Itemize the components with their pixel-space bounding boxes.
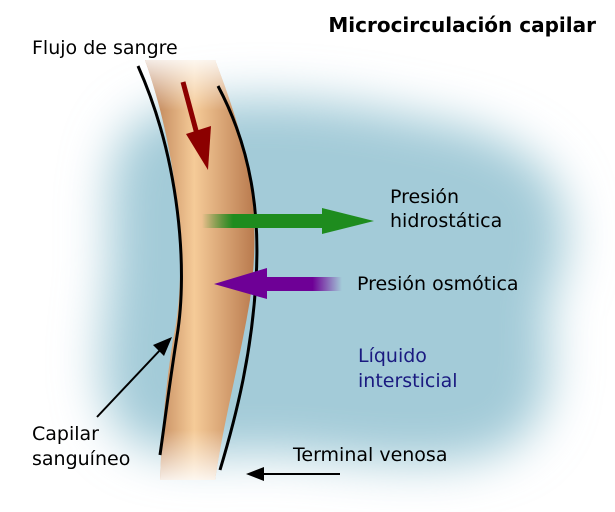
capillary-label-line2: sanguíneo: [32, 448, 130, 470]
capillary-vessel: [136, 60, 259, 480]
venous-arrow-icon: [246, 467, 340, 481]
venous-end-label: Terminal venosa: [292, 444, 447, 466]
pointer-arrow-icon: [96, 337, 172, 418]
arrow-left-icon: [214, 268, 342, 299]
arrow-down-icon: [180, 81, 211, 170]
blood-flow-label: Flujo de sangre: [32, 37, 178, 59]
osmotic-pressure-label: Presión osmótica: [357, 273, 519, 295]
arrow-right-icon: [202, 208, 374, 234]
capillary-left-edge: [136, 65, 183, 456]
interstitial-fluid-label-line2: intersticial: [358, 370, 458, 392]
diagram-title: Microcirculación capilar: [328, 13, 596, 37]
hydrostatic-pressure-label-line1: Presión: [390, 186, 459, 208]
hydrostatic-pressure-label-line2: hidrostática: [390, 210, 502, 232]
capillary-label-line1: Capilar: [32, 423, 99, 445]
interstitial-fluid-label-line1: Líquido: [358, 345, 427, 367]
